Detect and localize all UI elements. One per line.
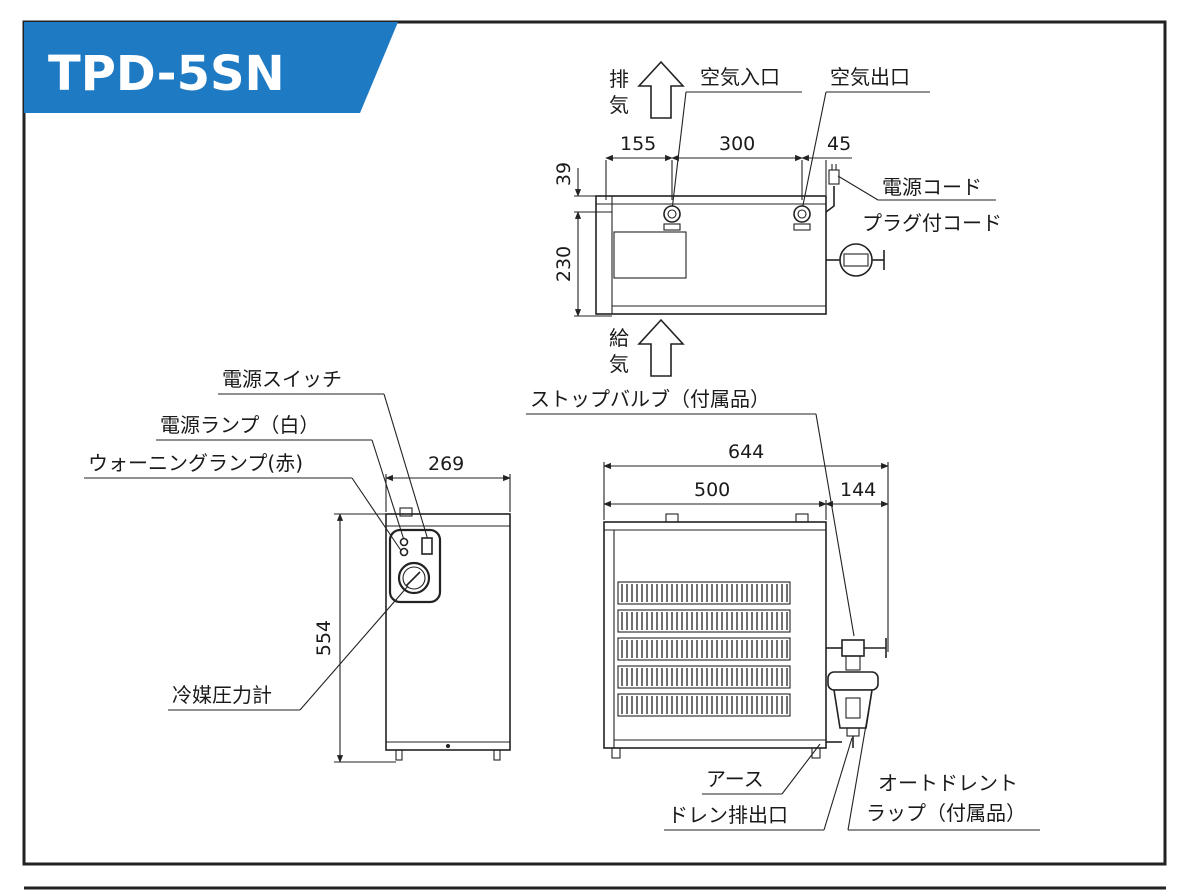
plug-icon xyxy=(828,169,840,185)
dim-554: 554 xyxy=(313,620,335,656)
earth-label: アース xyxy=(706,767,764,791)
title-band xyxy=(24,22,398,113)
stop-valve-label: ストップバルブ（付属品） xyxy=(530,387,770,411)
supply-arrow-icon xyxy=(637,318,685,377)
refrigerant-gauge-label: 冷媒圧力計 xyxy=(172,683,272,707)
louver-row xyxy=(617,693,791,717)
supply-label-1: 給 xyxy=(609,326,629,350)
power-cord-label: 電源コード xyxy=(882,175,982,199)
dim-45: 45 xyxy=(827,133,851,155)
dim-39: 39 xyxy=(553,162,575,186)
front-view: ストップバルブ（付属品） 644 500 144 xyxy=(526,387,1040,831)
top-stop-valve-icon xyxy=(839,243,873,277)
dim-230: 230 xyxy=(553,246,575,282)
power-lamp-icon xyxy=(399,537,409,547)
exhaust-arrow-icon xyxy=(637,60,685,119)
side-view: 電源スイッチ 電源ランプ（白） ウォーニングランプ(赤) 269 554 xyxy=(84,367,511,763)
exhaust-label-2: 気 xyxy=(609,93,629,117)
warning-lamp-icon xyxy=(399,547,409,557)
air-inlet-label: 空気入口 xyxy=(700,65,780,89)
auto-drain-head-icon xyxy=(827,671,879,691)
front-unit-body xyxy=(603,521,827,749)
louver-row xyxy=(617,665,791,689)
top-view: 排 気 給 気 空気入口 空気出口 155 300 45 39 230 xyxy=(553,60,1002,377)
louver-grille xyxy=(617,581,791,717)
dim-155: 155 xyxy=(620,133,656,155)
louver-row xyxy=(617,581,791,605)
air-inlet-fitting-icon xyxy=(663,205,681,223)
model-title: TPD-5SN xyxy=(48,46,285,102)
power-switch-label: 電源スイッチ xyxy=(222,367,342,391)
warning-lamp-label: ウォーニングランプ(赤) xyxy=(88,451,303,475)
control-panel xyxy=(388,528,442,604)
exhaust-label-1: 排 xyxy=(609,67,629,91)
top-panel xyxy=(613,231,687,279)
auto-drain-label-1: オートドレント xyxy=(878,771,1018,795)
air-outlet-fitting-icon xyxy=(793,205,811,223)
power-switch-icon[interactable] xyxy=(421,537,433,555)
side-unit-body xyxy=(385,513,511,751)
power-cord-line xyxy=(825,186,835,213)
louver-row xyxy=(617,637,791,661)
dim-300: 300 xyxy=(719,133,755,155)
dim-644: 644 xyxy=(728,441,764,463)
refrigerant-gauge-icon xyxy=(397,561,431,595)
louver-row xyxy=(617,609,791,633)
plug-cord-label: プラグ付コード xyxy=(862,211,1002,235)
supply-label-2: 気 xyxy=(609,352,629,376)
outer-frame xyxy=(22,20,1167,866)
air-outlet-label: 空気出口 xyxy=(830,65,910,89)
drain-outlet-label: ドレン排出口 xyxy=(668,803,788,827)
power-lamp-label: 電源ランプ（白） xyxy=(160,413,319,437)
auto-drain-label-2: ラップ（付属品） xyxy=(866,801,1026,825)
stop-valve-icon xyxy=(841,639,865,657)
dim-500: 500 xyxy=(694,479,730,501)
dim-144: 144 xyxy=(840,479,876,501)
top-unit-body xyxy=(595,195,827,315)
dim-269: 269 xyxy=(428,453,464,475)
